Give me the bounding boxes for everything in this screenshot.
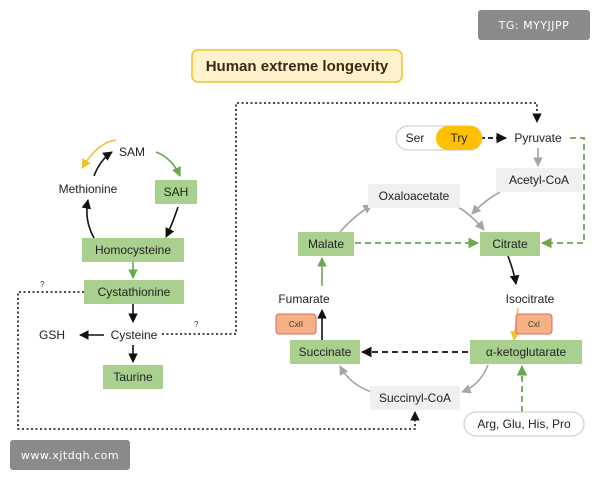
node-aminoacids: Arg, Glu, His, Pro [477,417,571,431]
node-sah-box [155,180,197,204]
arrow-akg-to-succinylcoa [461,364,489,394]
node-try-highlight [436,126,482,150]
dashed-pyruvate-to-citrate [540,137,585,249]
node-malate-box [298,232,354,256]
arrow-methionine-to-sam [93,151,113,177]
enzyme-cxii: CxII [289,320,303,329]
node-succinate-box [290,340,360,364]
node-isocitrate: Isocitrate [506,292,555,306]
node-acetylcoa: Acetyl-CoA [509,173,569,187]
node-sam: SAM [119,145,145,159]
node-sah: SAH [164,185,189,199]
node-cysteine: Cysteine [111,328,158,342]
enzyme-cxi: CxI [528,320,540,329]
node-cystathionine: Cystathionine [98,285,171,299]
node-homocysteine: Homocysteine [95,243,171,257]
watermark-bottom-bg [10,440,130,470]
enzyme-cxii-box [275,313,317,335]
node-akg-box [470,340,582,364]
dotted-link-cysteine-pyruvate [162,102,542,335]
node-methionine: Methionine [59,182,118,196]
node-oxaloacetate: Oxaloacetate [379,189,450,203]
node-taurine-box [103,365,163,389]
arrow-sam-to-sah [155,151,181,177]
title-box [191,49,403,83]
enzyme-cxi-box [515,313,553,335]
node-try: Try [451,131,468,145]
node-fumarate: Fumarate [278,292,330,306]
node-acetylcoa-box [496,168,582,192]
node-citrate-box [480,232,540,256]
arrow-oxaloacetate-to-citrate [454,204,485,231]
node-succinylcoa-box [370,386,460,410]
node-succinylcoa: Succinyl-CoA [379,391,451,405]
arrow-succinylcoa-to-succinate [339,365,373,393]
node-ser: Ser [406,131,425,145]
node-homocysteine-box [82,238,184,262]
arrow-acetylcoa-to-citrate [471,191,501,215]
arrow-sah-to-homocysteine [165,206,179,238]
arrow-malate-to-oxaloacetate [339,204,373,233]
node-pyruvate: Pyruvate [514,131,562,145]
node-oxaloacetate-box [368,184,460,208]
node-citrate: Citrate [492,237,528,251]
node-malate: Malate [308,237,344,251]
question-mark-1: ? [40,280,45,289]
watermark-top: TG: MYYJJPP [498,19,570,32]
node-taurine: Taurine [113,370,153,384]
arrow-citrate-to-isocitrate [507,255,520,285]
arrow-yellow-sam [81,139,117,169]
node-gsh: GSH [39,328,65,342]
watermark-top-bg [478,10,590,40]
question-mark-2: ? [194,320,199,329]
node-succinate: Succinate [299,345,352,359]
dotted-link-cystathionine-succinylcoa [17,291,420,430]
arrow-homocysteine-to-methionine [81,199,95,239]
node-cystathionine-box [84,280,184,304]
watermark-bottom: www.xjtdqh.com [21,449,119,462]
node-akg: α-ketoglutarate [486,345,567,359]
node-aminoacids-box [463,411,585,437]
diagram-title: Human extreme longevity [206,58,389,75]
